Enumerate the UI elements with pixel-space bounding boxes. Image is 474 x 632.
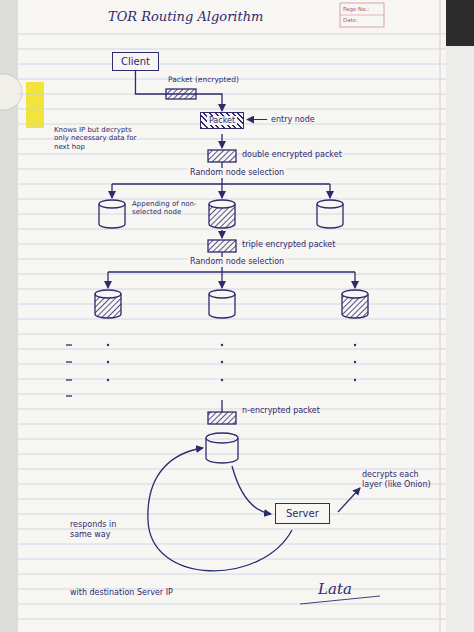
side-note: with destination Server IP	[70, 588, 190, 598]
side-note: Knows IP but decrypts only necessary dat…	[54, 126, 138, 151]
node-text: Packet	[207, 116, 237, 125]
node-heading: entry node	[271, 115, 315, 124]
node-text: Server	[286, 508, 319, 519]
side-note: responds in same way	[70, 520, 136, 539]
signature: Lata	[318, 580, 352, 598]
node-text: Client	[121, 56, 150, 67]
packet-label: triple encrypted packet	[242, 240, 335, 250]
side-note: decrypts each layer (like Onion)	[362, 470, 436, 489]
step-label: Random node selection	[188, 257, 286, 267]
step-label: Random node selection	[188, 168, 286, 178]
server-box: Server	[275, 503, 330, 524]
diagram-title: TOR Routing Algorithm	[108, 9, 263, 25]
packet-label: double encrypted packet	[242, 150, 342, 160]
leader-line	[247, 119, 267, 120]
entry-node-box: Packetentry node	[200, 112, 244, 129]
client-box: Client	[112, 52, 159, 71]
packet-label: n-encrypted packet	[242, 406, 320, 416]
page-number-field: Page No.:	[343, 6, 369, 13]
date-field: Date:	[343, 17, 358, 24]
packet-label: Packet (encrypted)	[168, 75, 239, 84]
side-note: Appending of non-selected node	[132, 200, 198, 217]
